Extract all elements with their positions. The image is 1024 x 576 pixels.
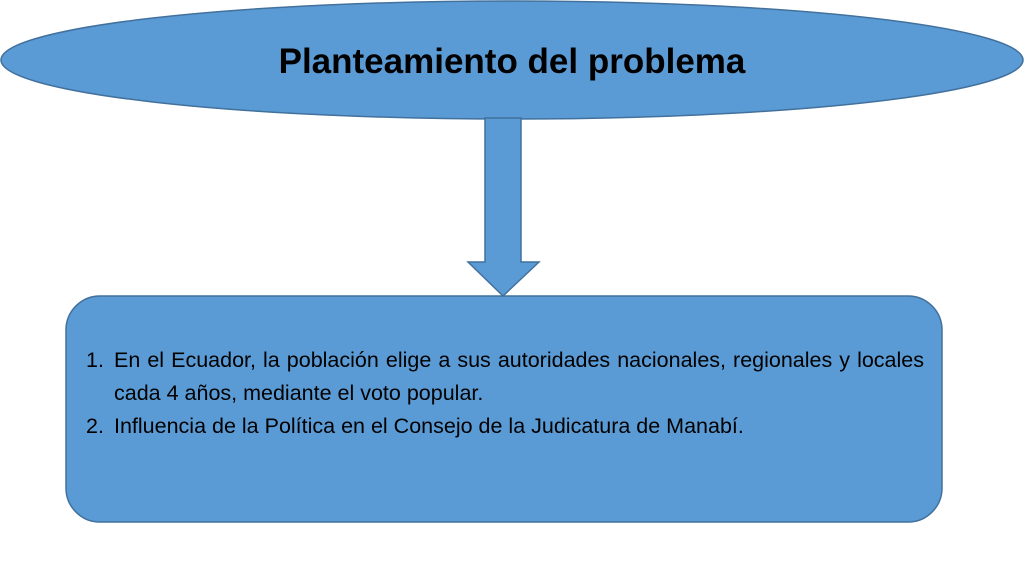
diagram-title: Planteamiento del problema — [278, 42, 746, 81]
problem-item-text: En el Ecuador, la población elige a sus … — [114, 348, 924, 405]
problem-item-1: 1. En el Ecuador, la población elige a s… — [86, 344, 924, 410]
problem-item-2: 2. Influencia de la Política en el Conse… — [86, 410, 924, 443]
down-arrow — [466, 117, 541, 298]
problem-list-container: 1. En el Ecuador, la población elige a s… — [66, 296, 942, 522]
problem-item-number: 2. — [86, 414, 104, 438]
problem-list: 1. En el Ecuador, la población elige a s… — [86, 344, 924, 443]
problem-item-number: 1. — [86, 348, 104, 372]
problem-box[interactable] — [65, 295, 943, 523]
problem-item-text: Influencia de la Política en el Consejo … — [114, 414, 744, 438]
